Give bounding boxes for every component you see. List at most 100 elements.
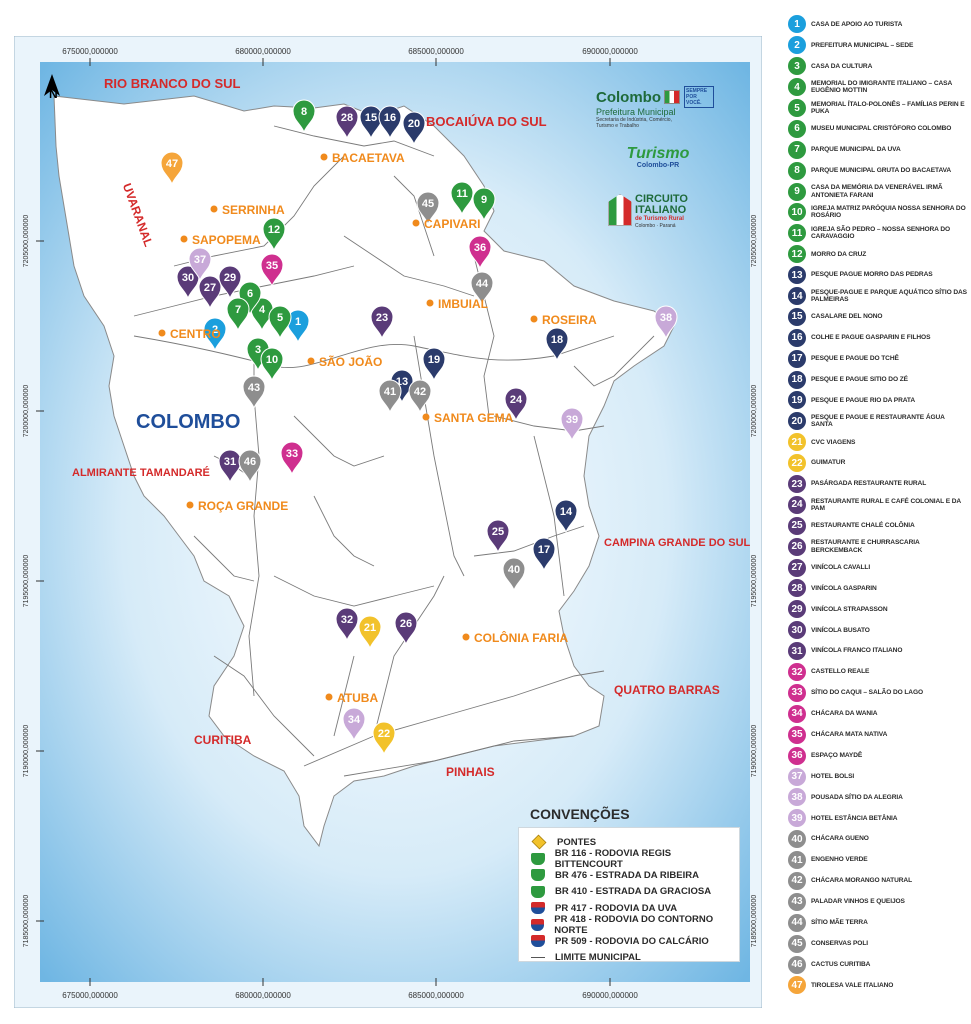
map-marker-icon[interactable]: 9 bbox=[472, 187, 496, 222]
marker-number: 1 bbox=[295, 316, 301, 328]
map-marker-icon[interactable]: 34 bbox=[342, 707, 366, 742]
road-line bbox=[133, 335, 615, 368]
map-marker-icon[interactable]: 1 bbox=[286, 309, 310, 344]
legend-marker-icon: 14 bbox=[788, 287, 806, 306]
map-marker-icon[interactable]: 37 bbox=[188, 247, 212, 282]
legend-marker-icon: 39 bbox=[788, 809, 806, 828]
legend-marker-icon: 22 bbox=[788, 454, 806, 473]
map-marker-icon[interactable]: 44 bbox=[470, 271, 494, 306]
map-marker-icon[interactable]: 22 bbox=[372, 721, 396, 756]
convention-item: PR 418 - RODOVIA DO CONTORNO NORTE bbox=[519, 914, 739, 936]
colombo-flag-icon bbox=[664, 90, 680, 104]
marker-number: 41 bbox=[384, 386, 396, 398]
locality-label: SANTA GEMA bbox=[434, 411, 514, 425]
map-marker-icon[interactable]: 25 bbox=[486, 519, 510, 554]
legend-marker-icon: 3 bbox=[788, 57, 806, 76]
pr-shield-icon bbox=[531, 935, 545, 948]
y-tick-label: 7205000,000000 bbox=[23, 215, 30, 268]
map-marker-icon[interactable]: 24 bbox=[504, 387, 528, 422]
pr-shield-icon bbox=[531, 902, 545, 915]
marker-number: 33 bbox=[286, 448, 298, 460]
map-title: COLOMBO bbox=[136, 411, 240, 433]
y-tick-label: 7190000,000000 bbox=[23, 725, 30, 778]
marker-number: 45 bbox=[422, 198, 434, 210]
map-marker-icon[interactable]: 42 bbox=[408, 379, 432, 414]
map-marker-icon[interactable]: 33 bbox=[280, 441, 304, 476]
map-marker-icon[interactable]: 19 bbox=[422, 347, 446, 382]
legend-marker-icon: 30 bbox=[788, 621, 806, 640]
map-marker-icon[interactable]: 12 bbox=[262, 217, 286, 252]
legend-item: 39 HOTEL ESTÂNCIA BETÂNIA bbox=[788, 808, 968, 829]
marker-number: 15 bbox=[365, 112, 377, 124]
turismo-logo-name: Turismo bbox=[626, 145, 690, 162]
map-marker-icon[interactable]: 15 bbox=[359, 105, 383, 140]
convention-item: PR 417 - RODOVIA DA UVA bbox=[519, 900, 739, 917]
legend-label: CACTUS CURITIBA bbox=[811, 960, 871, 968]
map-marker-icon[interactable]: 38 bbox=[654, 305, 678, 340]
map-marker-icon[interactable]: 23 bbox=[370, 305, 394, 340]
locality-label: SÃO JOÃO bbox=[319, 354, 382, 369]
legend-marker-icon: 25 bbox=[788, 516, 806, 535]
map-marker-icon[interactable]: 45 bbox=[416, 191, 440, 226]
legend-label: CASTELLO REALE bbox=[811, 668, 870, 676]
map-marker-icon[interactable]: 35 bbox=[260, 253, 284, 288]
map-marker-icon[interactable]: 32 bbox=[335, 607, 359, 642]
map-marker-icon[interactable]: 41 bbox=[378, 379, 402, 414]
locality-label: ATUBA bbox=[337, 691, 378, 705]
marker-number: 35 bbox=[266, 260, 278, 272]
legend-label: COLHE E PAGUE GASPARIN E FILHOS bbox=[811, 334, 931, 342]
legend-label: HOTEL ESTÂNCIA BETÂNIA bbox=[811, 814, 898, 822]
legend-marker-icon: 31 bbox=[788, 642, 806, 661]
map-marker-icon[interactable]: 46 bbox=[238, 449, 262, 484]
map-marker-icon[interactable]: 26 bbox=[394, 611, 418, 646]
legend-label: PREFEITURA MUNICIPAL – SEDE bbox=[811, 41, 914, 49]
map-marker-icon[interactable]: 20 bbox=[402, 111, 426, 146]
map-marker-icon[interactable]: 18 bbox=[545, 327, 569, 362]
legend-marker-icon: 13 bbox=[788, 266, 806, 285]
map-marker-icon[interactable]: 14 bbox=[554, 499, 578, 534]
map-marker-icon[interactable]: 7 bbox=[226, 297, 250, 332]
map-marker-icon[interactable]: 2 bbox=[203, 317, 227, 352]
legend-label: CASA DA MEMÓRIA DA VENERÁVEL IRMÃ ANTONI… bbox=[811, 184, 943, 199]
map-marker-icon[interactable]: 5 bbox=[268, 305, 292, 340]
map-marker-icon[interactable]: 43 bbox=[242, 375, 266, 410]
map-marker-icon[interactable]: 17 bbox=[532, 537, 556, 572]
legend-label: CASALARE DEL NONO bbox=[811, 313, 883, 321]
locality-label: CAPIVARI bbox=[424, 217, 480, 231]
map-marker-icon[interactable]: 8 bbox=[292, 99, 316, 134]
map-marker-icon[interactable]: 28 bbox=[335, 105, 359, 140]
map-marker-icon[interactable]: 11 bbox=[450, 181, 474, 216]
marker-number: 9 bbox=[481, 194, 487, 206]
locality-label: CENTRO bbox=[170, 327, 221, 341]
br-shield-icon bbox=[531, 869, 545, 882]
marker-number: 7 bbox=[235, 304, 241, 316]
locality-dot-icon bbox=[325, 693, 333, 701]
map-marker-icon[interactable]: 36 bbox=[468, 235, 492, 270]
convention-item: PR 509 - RODOVIA DO CALCÁRIO bbox=[519, 933, 739, 950]
map-marker-icon[interactable]: 47 bbox=[160, 151, 184, 186]
map-marker-icon[interactable]: 29 bbox=[218, 265, 242, 300]
legend-marker-icon: 47 bbox=[788, 976, 806, 995]
road-line bbox=[343, 235, 475, 297]
map-marker-icon[interactable]: 21 bbox=[358, 615, 382, 650]
map-marker-icon[interactable]: 30 bbox=[176, 265, 200, 300]
map-marker-icon[interactable]: 16 bbox=[378, 105, 402, 140]
north-arrow-icon bbox=[44, 74, 60, 96]
legend-label: VINÍCOLA FRANCO ITALIANO bbox=[811, 647, 903, 655]
legend-marker-icon: 40 bbox=[788, 830, 806, 849]
locality-label: BACAETAVA bbox=[332, 151, 405, 165]
legend-label: MEMORIAL DO IMIGRANTE ITALIANO – CASA EU… bbox=[811, 79, 952, 95]
map-marker-icon[interactable]: 10 bbox=[260, 347, 284, 382]
x-tick-label: 675000,000000 bbox=[62, 47, 118, 56]
legend-marker-icon: 12 bbox=[788, 245, 806, 264]
map-marker-icon[interactable]: 39 bbox=[560, 407, 584, 442]
map-marker-icon[interactable]: 31 bbox=[218, 449, 242, 484]
map-marker-icon[interactable]: 27 bbox=[198, 275, 222, 310]
conventions-title: CONVENÇÕES bbox=[530, 806, 630, 822]
map-marker-icon[interactable]: 40 bbox=[502, 557, 526, 592]
